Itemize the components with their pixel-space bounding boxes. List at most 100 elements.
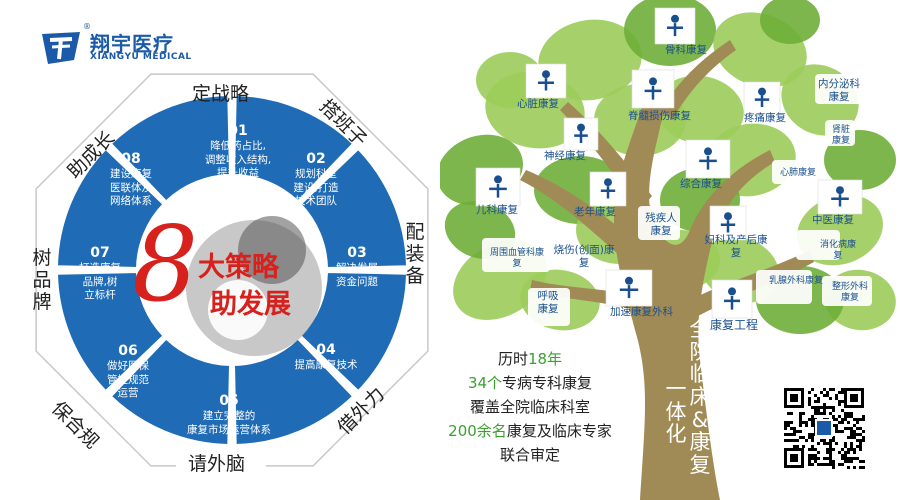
dept-label-orthopedic: 骨科康复 [665, 44, 707, 56]
qr-module [817, 406, 820, 409]
qr-module [838, 415, 841, 418]
qr-module [856, 445, 859, 448]
qr-module [832, 424, 835, 427]
qr-module [811, 454, 814, 457]
trunk-char: 康 [689, 430, 711, 455]
qr-module [832, 415, 835, 418]
ring-segment-05 [109, 337, 232, 447]
pictogram-head [625, 276, 633, 285]
qr-module [814, 412, 817, 415]
qr-module [838, 451, 841, 454]
ink-swirl-shape [238, 216, 306, 284]
qr-module [844, 427, 847, 430]
qr-module [799, 436, 802, 439]
brand-logo-icon [42, 32, 80, 64]
qr-module [856, 421, 859, 424]
qr-module [823, 439, 826, 442]
qr-module [823, 412, 826, 415]
qr-module [850, 442, 853, 445]
trunk-char: 体 [665, 399, 687, 424]
qr-module [811, 388, 814, 391]
qr-module [826, 394, 829, 397]
segment-text-line: 管控规范 [107, 373, 149, 386]
qr-module [799, 421, 802, 424]
segment-text-line: 资金问题 [336, 275, 378, 288]
qr-module [853, 457, 856, 460]
qr-module [847, 415, 850, 418]
pain-icon [743, 81, 781, 115]
brain-icon [563, 117, 599, 151]
qr-module [838, 391, 841, 394]
qr-module [826, 391, 829, 394]
qr-module [856, 418, 859, 421]
segment-number: 01 [228, 123, 248, 139]
qr-module [814, 454, 817, 457]
qr-module [847, 427, 850, 430]
qr-module [805, 421, 808, 424]
segment-number: 07 [90, 245, 110, 261]
qr-module [808, 400, 811, 403]
pictogram-body [644, 85, 662, 100]
qr-module [862, 418, 865, 421]
pictogram-body [699, 155, 717, 170]
qr-module [829, 457, 832, 460]
qr-finder-core [790, 394, 798, 402]
qr-module [841, 391, 844, 394]
qr-module [853, 466, 856, 469]
qr-module [811, 457, 814, 460]
qr-module [853, 451, 856, 454]
tree-branch [660, 40, 736, 120]
qr-module [790, 439, 793, 442]
trunk-text-col-2: 一体化 [664, 378, 688, 446]
qr-module [808, 454, 811, 457]
qr-module [850, 412, 853, 415]
trunk-char: 院 [689, 339, 711, 364]
qr-module [823, 388, 826, 391]
dept-label-elderly: 老年康复 [574, 206, 616, 218]
qr-module [811, 433, 814, 436]
pictogram-body [538, 78, 554, 91]
qr-module [787, 421, 790, 424]
qr-module [811, 406, 814, 409]
pictogram-head [604, 178, 612, 187]
qr-module [802, 445, 805, 448]
segment-text-line: 建设,打造 [293, 181, 339, 194]
qr-module [853, 436, 856, 439]
women-icon [709, 205, 747, 241]
strategy-diagram [35, 73, 429, 467]
qr-module [823, 403, 826, 406]
qr-module [826, 448, 829, 451]
qr-module [853, 424, 856, 427]
tagline-specialties: 34个专病专科康复 [467, 374, 593, 392]
qr-module [799, 424, 802, 427]
qr-module [862, 430, 865, 433]
segment-number: 08 [121, 151, 141, 167]
qr-module [817, 463, 820, 466]
qr-module [787, 412, 790, 415]
ring-segment-03 [299, 270, 409, 393]
segment-text-line: 降低药占比, [210, 140, 266, 153]
qr-module [829, 445, 832, 448]
qr-module [859, 448, 862, 451]
qr-module [784, 439, 787, 442]
qr-module [784, 433, 787, 436]
qr-module [823, 406, 826, 409]
surgery-icon [605, 269, 653, 307]
segment-text-line: 调整收入结构, [204, 153, 272, 166]
segment-text-line: 打造康复 [79, 262, 121, 275]
segment-number: 02 [306, 151, 326, 167]
qr-module [817, 400, 820, 403]
child-icon [475, 167, 521, 207]
qr-module [841, 409, 844, 412]
qr-module [832, 388, 835, 391]
qr-module [811, 439, 814, 442]
pictogram-head [542, 70, 550, 79]
dept-label-box [825, 120, 855, 146]
qr-code-icon[interactable] [782, 386, 866, 470]
qr-module [817, 397, 820, 400]
qr-module [829, 439, 832, 442]
qr-module [796, 430, 799, 433]
